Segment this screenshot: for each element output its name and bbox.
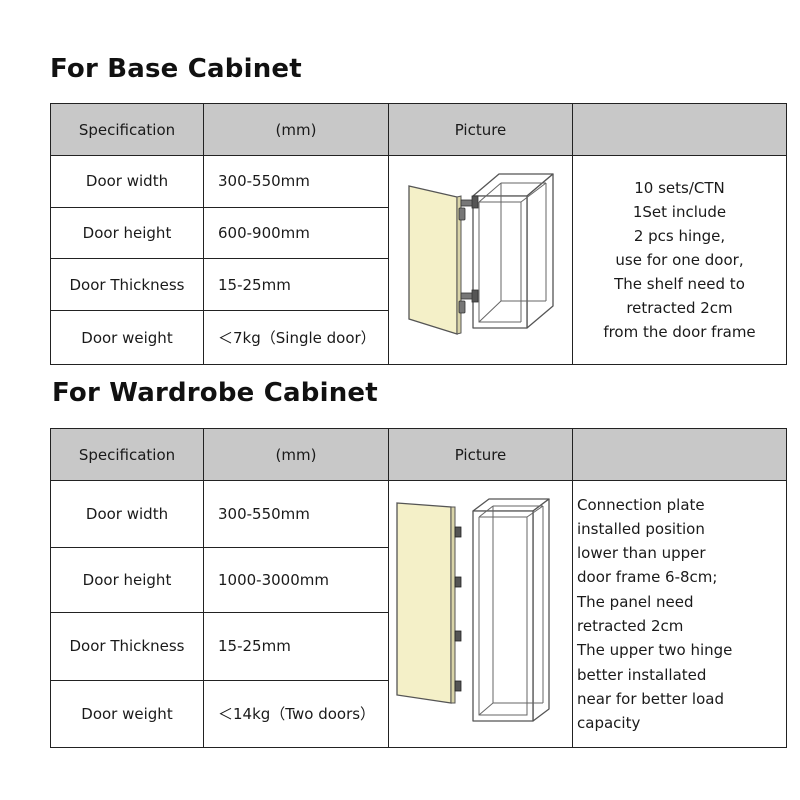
note-line: near for better load — [577, 689, 724, 708]
note-line: capacity — [577, 714, 641, 733]
header-specification: Specification — [50, 428, 204, 481]
base-cabinet-illustration — [408, 173, 554, 335]
header-notes — [572, 428, 787, 481]
spec-value: 600-900mm — [203, 206, 389, 260]
table-row: Door weight ＜14kg（Two doors） — [50, 679, 787, 749]
note-line: use for one door, — [615, 251, 744, 269]
header-picture: Picture — [388, 103, 573, 156]
wardrobe-cabinet-notes: Connection plate installed position lowe… — [572, 480, 787, 748]
base-cabinet-picture — [388, 155, 573, 365]
wardrobe-cabinet-illustration — [396, 498, 550, 722]
spec-value: 15-25mm — [203, 611, 389, 681]
spec-name: Door weight — [50, 679, 204, 749]
spec-value: 15-25mm — [203, 258, 389, 312]
table-row: Door Thickness 15-25mm — [50, 611, 787, 681]
table-header-row: Specification (mm) Picture — [50, 428, 787, 481]
table-row: Door width 300-550mm — [50, 155, 787, 365]
wardrobe-cabinet-title: For Wardrobe Cabinet — [52, 378, 378, 408]
base-cabinet-table: Specification (mm) Picture Door width 30… — [50, 103, 787, 365]
note-line: 2 pcs hinge, — [633, 227, 726, 245]
wardrobe-cabinet-table: Specification (mm) Picture Door width 30… — [50, 428, 787, 749]
note-line: 1Set include — [632, 203, 727, 221]
spec-value: 1000-3000mm — [203, 547, 389, 613]
table-row: Door height 600-900mm — [50, 206, 787, 260]
table-row: Door Thickness 15-25mm — [50, 258, 787, 312]
note-line: The upper two hinge — [577, 641, 733, 660]
note-line: installed position — [577, 519, 705, 538]
note-line: retracted 2cm — [626, 299, 733, 317]
table-row: Door weight ＜7kg（Single door） — [50, 310, 787, 365]
spec-name: Door height — [50, 547, 204, 613]
note-line: 10 sets/CTN — [634, 179, 725, 197]
note-line: Connection plate — [577, 495, 705, 514]
spec-name: Door Thickness — [50, 611, 204, 681]
table-row: Door width 300-550mm — [50, 480, 787, 748]
header-specification: Specification — [50, 103, 204, 156]
note-line: lower than upper — [577, 544, 706, 563]
spec-name: Door height — [50, 206, 204, 260]
note-line: better installated — [577, 665, 707, 684]
spec-name: Door Thickness — [50, 258, 204, 312]
note-line: door frame 6-8cm; — [577, 568, 718, 587]
table-header-row: Specification (mm) Picture — [50, 103, 787, 156]
note-line: retracted 2cm — [577, 617, 684, 635]
table-row: Door height 1000-3000mm — [50, 547, 787, 613]
spec-value: ＜14kg（Two doors） — [203, 679, 389, 749]
spec-name: Door weight — [50, 310, 204, 365]
note-line: The panel need — [577, 592, 694, 611]
header-notes — [572, 103, 787, 156]
spec-value: 300-550mm — [203, 155, 389, 208]
spec-value: ＜7kg（Single door） — [203, 310, 389, 365]
spec-name: Door width — [50, 480, 204, 548]
header-mm: (mm) — [203, 428, 389, 481]
spec-value: 300-550mm — [203, 480, 389, 548]
note-line: The shelf need to — [614, 275, 745, 293]
base-cabinet-title: For Base Cabinet — [50, 54, 302, 84]
base-cabinet-notes: 10 sets/CTN 1Set include 2 pcs hinge, us… — [572, 155, 787, 365]
header-picture: Picture — [388, 428, 573, 481]
note-line: from the door frame — [603, 323, 756, 341]
header-mm: (mm) — [203, 103, 389, 156]
wardrobe-cabinet-picture — [388, 480, 573, 748]
spec-name: Door width — [50, 155, 204, 208]
